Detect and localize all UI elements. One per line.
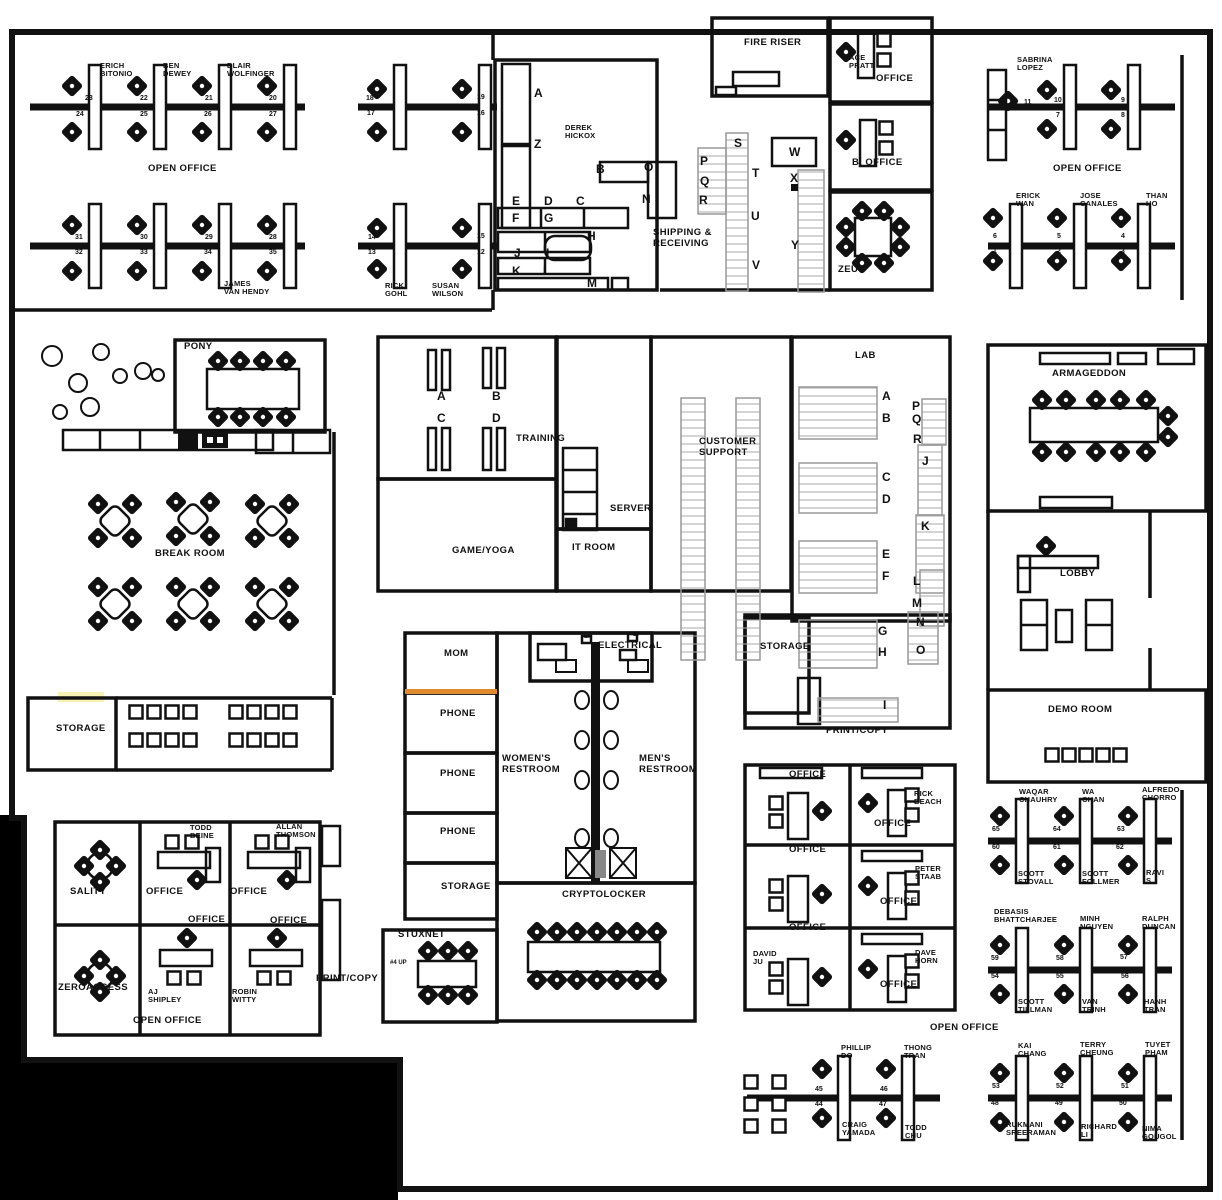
restroom-fixtures bbox=[555, 642, 649, 882]
highlight-wall-orange bbox=[405, 689, 497, 694]
lobby-furniture bbox=[1016, 554, 1114, 652]
reception-chair bbox=[1034, 534, 1058, 558]
lab-benches bbox=[680, 132, 947, 723]
hickox-furniture bbox=[496, 62, 678, 292]
conference-chairs bbox=[72, 199, 1180, 1007]
break-room-tables bbox=[87, 491, 301, 633]
kitchen-appliances bbox=[178, 432, 228, 449]
training-pillars bbox=[426, 346, 507, 472]
sabrina-desk bbox=[986, 68, 1008, 162]
shipping-w-box bbox=[770, 136, 818, 168]
kitchen-counter bbox=[61, 428, 332, 455]
void-left-strip bbox=[0, 815, 24, 1200]
shipping-x-marker bbox=[791, 184, 798, 191]
plants bbox=[41, 343, 165, 420]
interior-walls bbox=[12, 16, 1208, 1140]
conference-furniture bbox=[85, 216, 1196, 991]
void-bottom-left bbox=[24, 1058, 398, 1200]
equipment bbox=[320, 70, 822, 982]
office-desks bbox=[156, 30, 924, 1007]
exterior-wall bbox=[9, 29, 1213, 1192]
